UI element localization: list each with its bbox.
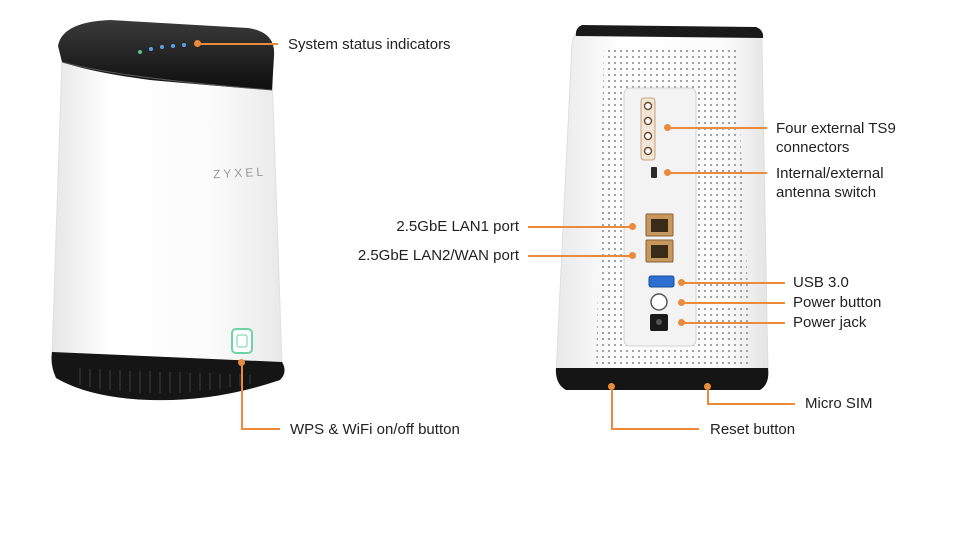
callout-line [681, 322, 785, 324]
callout-line [198, 43, 278, 45]
callout-line [611, 428, 699, 430]
ts9-connectors [640, 97, 656, 161]
callout-dot [629, 223, 636, 230]
callout-line [707, 386, 709, 404]
label-ts9-connectors: Four external TS9 connectors [776, 120, 896, 156]
callout-dot [629, 252, 636, 259]
status-leds [138, 43, 186, 54]
callout-line [681, 282, 785, 284]
label-wps-wifi: WPS & WiFi on/off button [290, 421, 460, 438]
callout-line [681, 302, 785, 304]
label-antenna-switch: Internal/external antenna switch [776, 165, 884, 201]
antenna-switch [651, 167, 657, 178]
callout-line [667, 127, 767, 129]
label-system-status: System status indicators [288, 36, 451, 53]
callout-line [528, 255, 632, 257]
wps-button [231, 328, 253, 354]
callout-dot [194, 40, 201, 47]
callout-line [611, 386, 613, 429]
callout-line [707, 403, 795, 405]
label-reset: Reset button [710, 421, 796, 438]
callout-line [528, 226, 632, 228]
label-micro-sim: Micro SIM [805, 395, 873, 412]
label-usb: USB 3.0 [793, 274, 849, 291]
label-lan2-wan: 2.5GbE LAN2/WAN port [357, 247, 519, 264]
front-base-vents [79, 368, 251, 393]
callout-line [241, 362, 243, 429]
lan-ports [645, 213, 674, 263]
label-power-button: Power button [793, 294, 882, 311]
callout-line [667, 172, 767, 174]
label-power-jack: Power jack [793, 314, 867, 331]
power-button [650, 293, 668, 311]
usb-port [648, 275, 675, 288]
callout-line [241, 428, 280, 430]
label-lan1: 2.5GbE LAN1 port [396, 218, 519, 235]
back-base [555, 368, 769, 390]
